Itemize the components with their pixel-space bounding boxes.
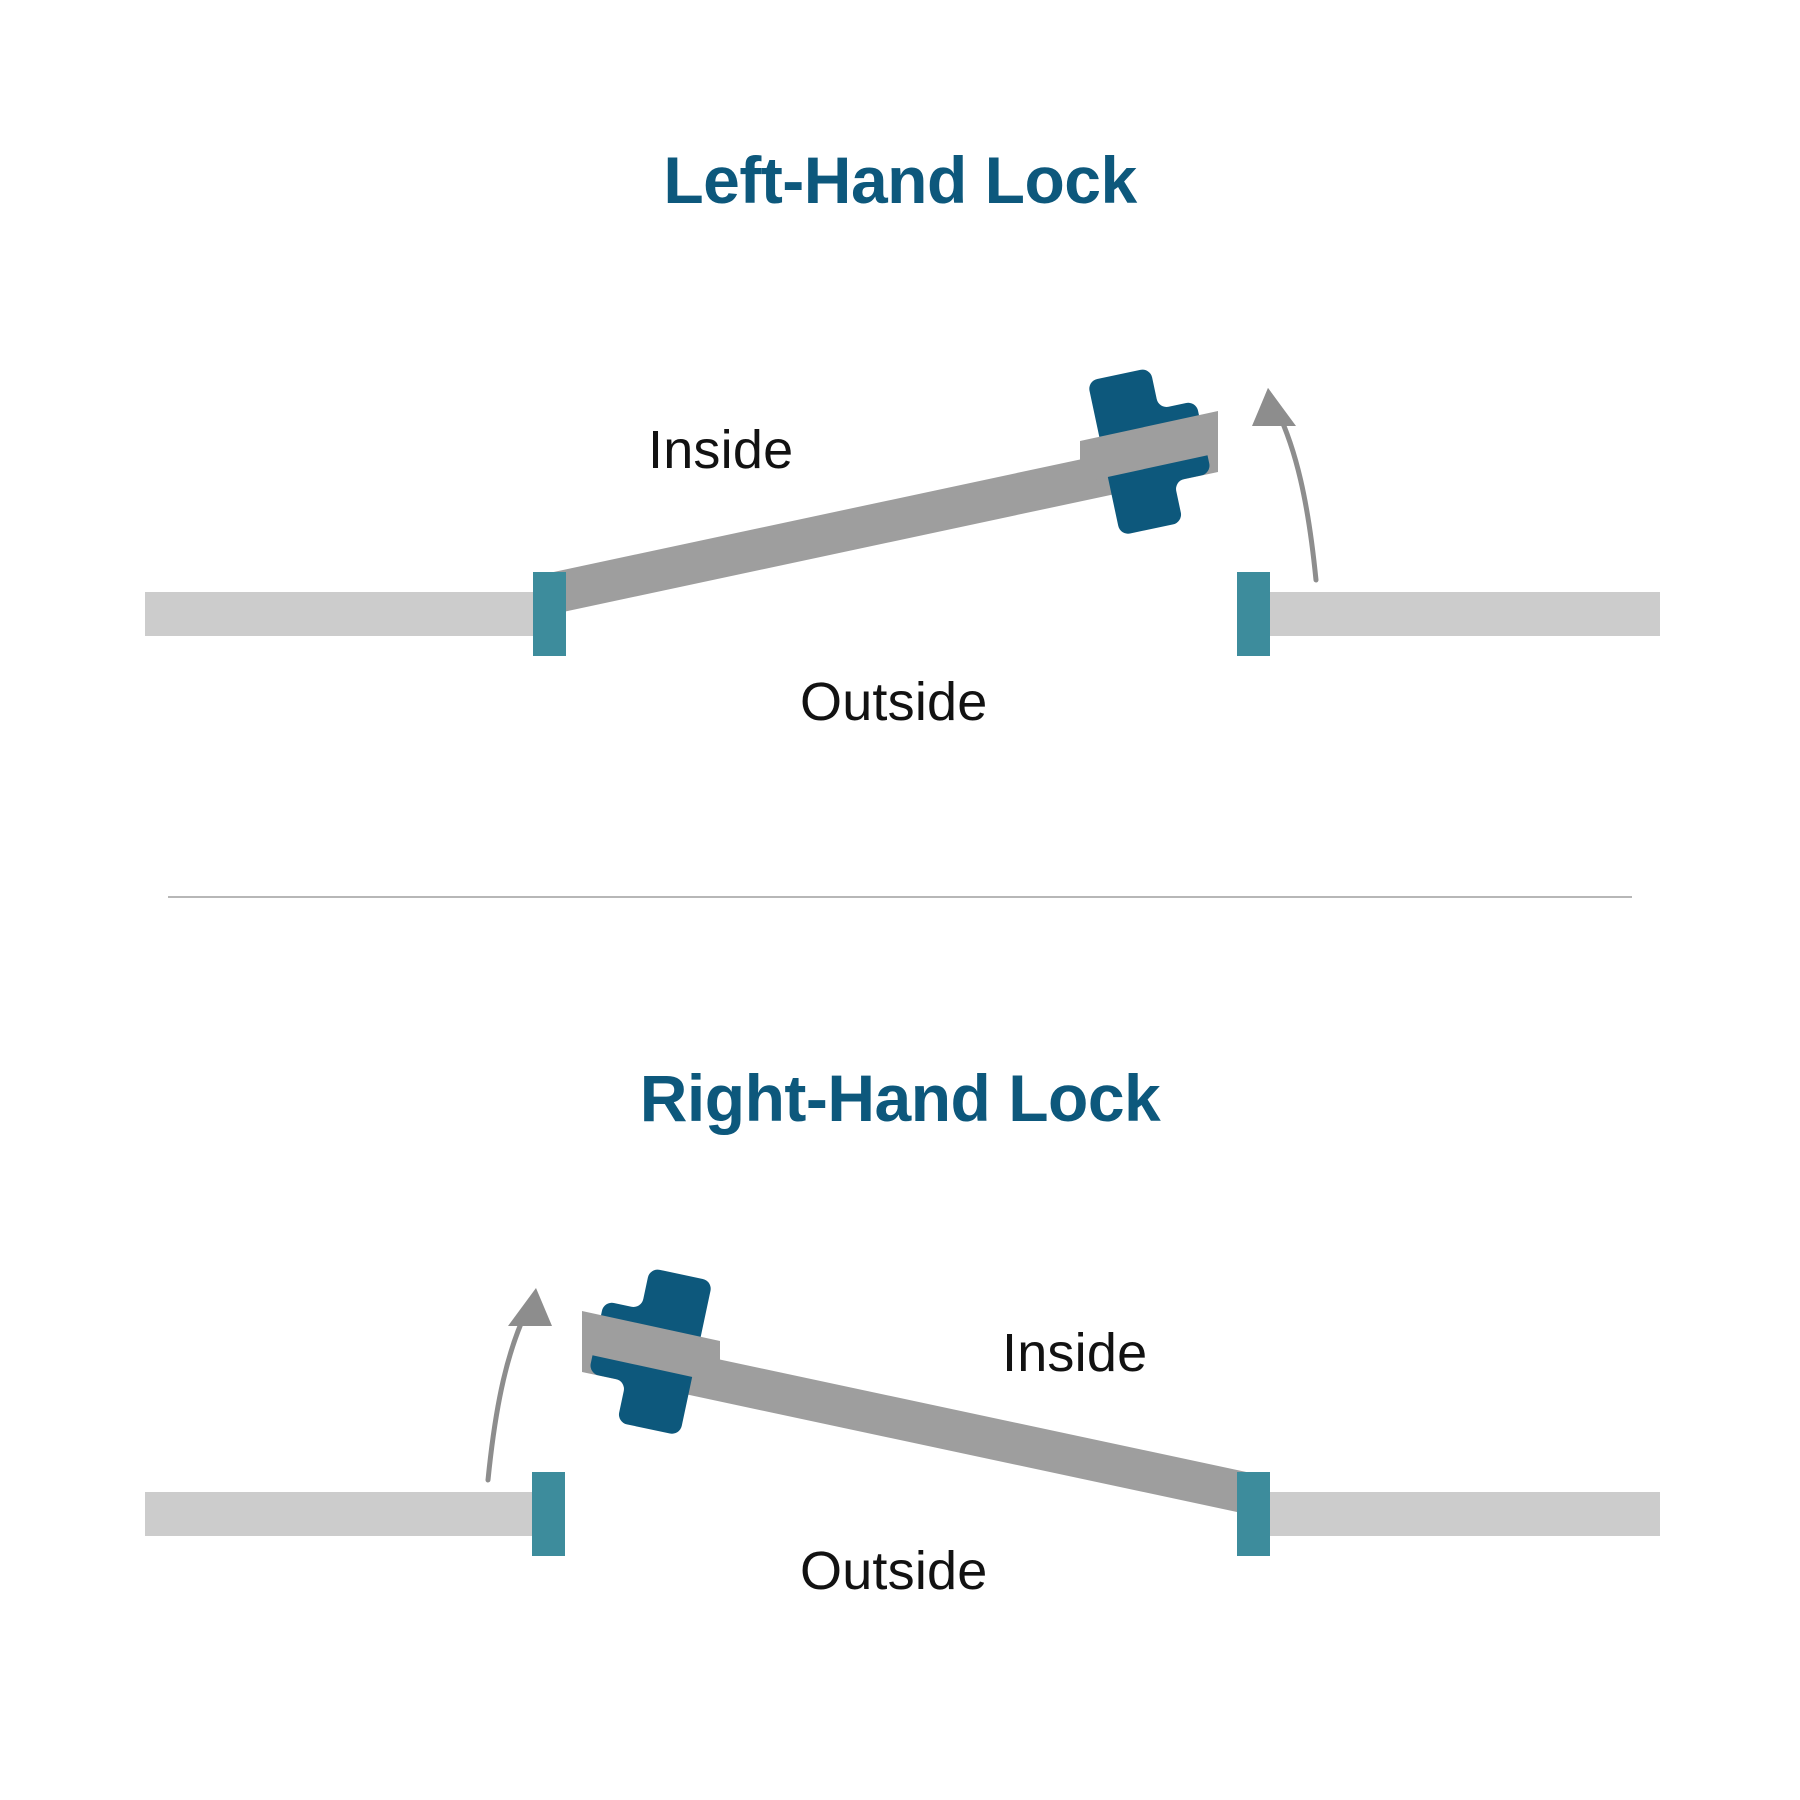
- door-jamb-strike-right: [1237, 572, 1270, 656]
- panel-title-left-hand-lock: Left-Hand Lock: [663, 143, 1137, 217]
- swing-direction-arrow-icon: [485, 1288, 552, 1483]
- label-inside-bottom: Inside: [1002, 1323, 1148, 1383]
- section-divider: [168, 896, 1632, 898]
- door-jamb-hinge-right: [1237, 1472, 1270, 1556]
- label-outside-bottom: Outside: [800, 1541, 988, 1601]
- right-hand-lock-illustration: [145, 1269, 1660, 1556]
- door-jamb-hinge-left: [533, 572, 566, 656]
- door-slab-over-lock: [582, 1311, 720, 1383]
- wall-segment-left: [145, 592, 545, 636]
- wall-segment-right: [1258, 1492, 1660, 1536]
- door-slab: [549, 430, 1218, 615]
- left-hand-lock-illustration: [145, 369, 1660, 656]
- door-slab: [582, 1330, 1251, 1515]
- swing-direction-arrow-icon: [1252, 388, 1319, 583]
- door-slab-over-lock: [1080, 411, 1218, 483]
- panel-left-hand-lock: Left-Hand Lock I: [145, 143, 1660, 732]
- label-outside-top: Outside: [800, 672, 988, 732]
- panel-right-hand-lock: [0, 900, 1800, 1800]
- wall-segment-right: [1258, 592, 1660, 636]
- panel-title-right-hand-lock: Right-Hand Lock: [639, 1061, 1161, 1135]
- wall-segment-left: [145, 1492, 545, 1536]
- label-inside-top: Inside: [648, 420, 794, 480]
- door-jamb-strike-left: [532, 1472, 565, 1556]
